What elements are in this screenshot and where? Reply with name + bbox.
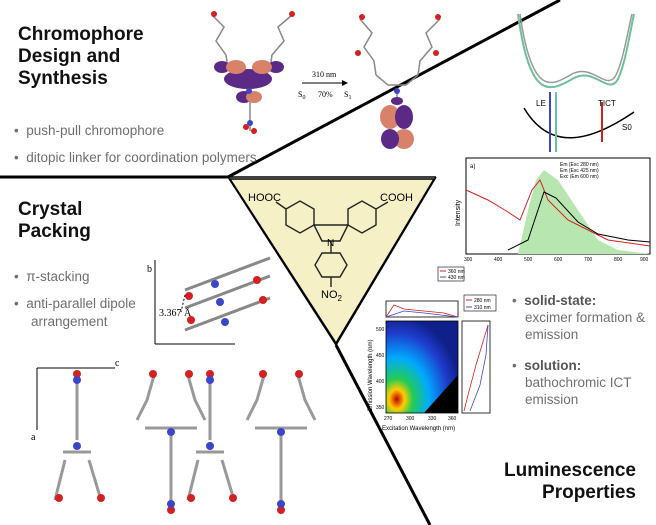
- lum-title-line: Luminescence: [504, 460, 636, 481]
- luminescence-bullet-list: • solid-state: excimer formation & emiss…: [512, 292, 652, 408]
- homo-lobe: [246, 91, 262, 103]
- design-title-line: Synthesis: [18, 68, 108, 89]
- crystal-title: Crystal Packing: [18, 199, 91, 243]
- lum-bullet-line: bathochromic ICT: [525, 375, 632, 390]
- map-xtick: 330: [428, 416, 437, 422]
- transition-to: S1: [344, 90, 351, 101]
- orbital-diagram: 310 nm S0 70% S1: [211, 11, 441, 149]
- design-title: Chromophore Design and Synthesis: [18, 24, 144, 90]
- spectrum-xtick: 300: [464, 257, 473, 263]
- transition-from: S0: [298, 90, 305, 101]
- spectrum-xtick: 600: [554, 257, 563, 263]
- map-xtick: 270: [384, 416, 393, 422]
- stacking-distance: 3.367 Å: [159, 307, 192, 319]
- lumo-lobe: [391, 97, 403, 105]
- map-right-legend: 280 nm: [474, 298, 491, 304]
- map-top-legend: 360 nm: [448, 269, 465, 275]
- lumo-lobe: [381, 129, 399, 149]
- crystal-bullet-list: • π-stacking • anti-parallel dipole arra…: [14, 268, 136, 331]
- crystal-title-line: Crystal: [18, 199, 83, 220]
- lum-bullet-line: excimer formation &: [525, 310, 646, 325]
- crystal-bullet: • anti-parallel dipole: [14, 296, 136, 311]
- lumo-lobe: [394, 129, 414, 149]
- molecule-background: [228, 178, 436, 345]
- excitation-emission-map: 360 nm 430 nm 500 450 400 350 270 300 33…: [368, 266, 497, 432]
- energy-diagram: LE TICT S0: [517, 13, 635, 152]
- lumo-lobe: [380, 105, 400, 129]
- axis-c-label: c: [115, 360, 120, 369]
- pi-stacking-inset: b 3.367 Å: [147, 256, 271, 345]
- lum-bullet-line: emission: [525, 327, 579, 342]
- lumo-lobe: [395, 105, 413, 129]
- lum-bullet: • solid-state:: [512, 293, 597, 308]
- homo-lobe: [214, 61, 230, 73]
- hooc-label: HOOC: [248, 192, 281, 204]
- lum-bullet: • solution:: [512, 358, 582, 373]
- design-bullet: • ditopic linker for coordination polyme…: [14, 150, 257, 165]
- map-xtick: 360: [448, 416, 457, 422]
- spectrum-legend: Em (Exc 425 nm): [560, 168, 599, 174]
- axis-a-label: a: [31, 432, 36, 443]
- spectrum-xtick: 800: [614, 257, 623, 263]
- spectrum-ylabel: Intensity: [455, 199, 462, 226]
- map-ylabel: Emission Wavelength (nm): [368, 340, 374, 411]
- map-right-legend: 310 nm: [474, 305, 491, 311]
- design-title-line: Design and: [18, 46, 121, 67]
- spectrum-legend: Exc (Em 600 nm): [560, 174, 599, 180]
- map-ytick: 450: [376, 353, 385, 359]
- map-top-legend: 430 nm: [448, 275, 465, 281]
- map-ytick: 350: [376, 405, 385, 411]
- spectrum-legend: Em (Exc 280 nm): [560, 162, 599, 168]
- nitro-label: NO2: [321, 289, 343, 303]
- le-label: LE: [536, 99, 546, 108]
- design-bullet-list: • push-pull chromophore • ditopic linker…: [14, 122, 257, 167]
- map-ytick: 400: [376, 379, 385, 385]
- crystal-title-line: Packing: [18, 221, 91, 242]
- homo-lobe: [268, 61, 284, 73]
- map-xlabel: Excitation Wavelength (nm): [382, 426, 455, 432]
- nitrogen-label: N: [327, 238, 334, 249]
- map-ytick: 500: [376, 327, 385, 333]
- crystal-bullet: arrangement: [31, 314, 108, 329]
- transition-wavelength: 310 nm: [312, 70, 337, 79]
- homo-lobe: [252, 60, 272, 74]
- cooh-label: COOH: [380, 192, 413, 204]
- molecule-panel: HOOC COOH N NO2: [228, 178, 436, 345]
- tict-label: TICT: [598, 99, 616, 108]
- emission-spectrum: a) Em (Exc 280 nm) Em (Exc 425 nm) Exc (…: [455, 157, 651, 263]
- lum-bullet-line: emission: [525, 392, 579, 407]
- crystal-bullet: • π-stacking: [14, 269, 90, 284]
- map-xtick: 300: [406, 416, 415, 422]
- spectrum-panel-label: a): [470, 164, 475, 170]
- design-bullet: • push-pull chromophore: [14, 123, 165, 138]
- packing-overview: c a: [31, 360, 317, 514]
- design-title-line: Chromophore: [18, 24, 144, 45]
- s0-label: S0: [622, 123, 632, 132]
- transition-percent: 70%: [318, 90, 333, 99]
- lum-title-line: Properties: [542, 482, 636, 503]
- spectrum-xtick: 900: [640, 257, 649, 263]
- homo-lobe: [226, 60, 246, 74]
- spectrum-xtick: 700: [584, 257, 593, 263]
- spectrum-xtick: 500: [524, 257, 533, 263]
- spectrum-xtick: 400: [494, 257, 503, 263]
- luminescence-title: Luminescence Properties: [490, 460, 636, 504]
- axis-b-label: b: [147, 264, 152, 275]
